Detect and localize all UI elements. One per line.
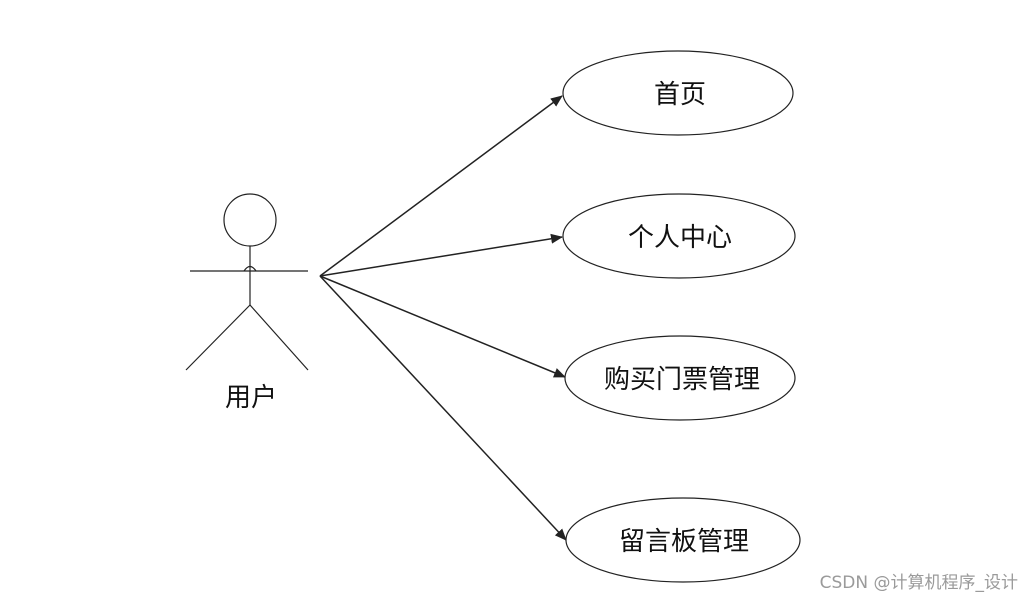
use-case-label-home: 首页 <box>654 80 706 110</box>
associations <box>319 95 567 541</box>
use-case-label-personal-center: 个人中心 <box>628 223 732 253</box>
actor-label: 用户 <box>225 383 277 413</box>
actor-arms-crossing <box>243 265 257 272</box>
association-arrow-message-board-management <box>319 275 567 541</box>
actor-head <box>223 193 277 247</box>
use-case-label-ticket-purchase-management: 购买门票管理 <box>604 365 760 395</box>
use-case-ellipse <box>562 50 794 136</box>
association-arrow-personal-center <box>319 233 563 277</box>
use-case-ellipse <box>564 335 796 421</box>
use-case-personal-center: 个人中心 <box>562 193 796 279</box>
use-case-ellipse <box>565 497 801 583</box>
watermark: CSDN @计算机程序_设计 <box>820 573 1018 593</box>
use-case-ellipse <box>562 193 796 279</box>
association-arrow-ticket-purchase-management <box>319 275 566 378</box>
actor-right-leg <box>249 304 309 371</box>
actor-user: 用户 <box>185 193 309 413</box>
use-case-home: 首页 <box>562 50 794 136</box>
use-case-message-board-management: 留言板管理 <box>565 497 801 583</box>
association-arrow-home <box>319 95 563 277</box>
use-case-ticket-purchase-management: 购买门票管理 <box>564 335 796 421</box>
actor-left-leg <box>185 304 251 371</box>
use-case-label-message-board-management: 留言板管理 <box>619 527 749 557</box>
